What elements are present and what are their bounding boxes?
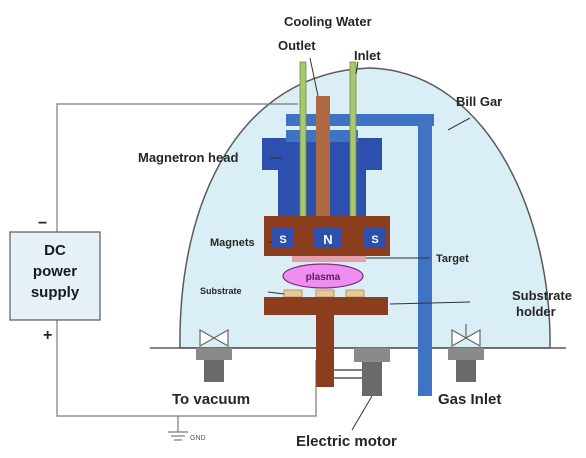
cooling-water-label: Cooling Water [284,14,372,29]
target-label: Target [436,253,469,265]
magnet-n-label: N [323,232,332,247]
ground-icon [168,431,188,441]
vacuum-valve-icon [196,328,232,382]
plus-sign: + [43,327,52,344]
minus-sign: − [38,215,47,232]
electric-motor-label: Electric motor [296,433,397,450]
magnetron-head-label: Magnetron head [138,150,238,165]
circuit-wires [56,103,317,432]
leader-lines [267,57,471,431]
magnets-label: Magnets [210,237,255,249]
central-rod [316,96,330,216]
psu-label-2: power [33,263,77,280]
magnet-n [314,228,342,248]
gas-inlet-label: Gas Inlet [438,391,501,408]
magnet-s-left-label: S [279,234,286,246]
inlet-label: Inlet [354,48,381,63]
holder-shaft [316,315,334,387]
gnd-label: GND [190,435,206,442]
plasma [282,263,364,289]
electric-motor [354,348,390,396]
magnet-s-right [364,228,386,248]
motor-belt [334,369,362,379]
magnet-s-right-label: S [371,234,378,246]
substrates [283,289,365,298]
substrate-holder-label-2: holder [516,304,556,319]
dc-power-supply [9,231,101,321]
substrate-holder-label-1: Substrate [512,288,572,303]
psu-label-1: DC [44,242,66,259]
bell-jar-label: Bill Gar [456,94,502,109]
substrate-label: Substrate [200,286,242,296]
substrate-holder [264,297,388,315]
target [292,256,366,262]
to-vacuum-label: To vacuum [172,391,250,408]
psu-label-3: supply [31,284,80,301]
magnet-assembly [264,216,390,256]
magnet-s-left [272,228,294,248]
outlet-label: Outlet [278,38,316,53]
gas-valve-icon [448,324,484,382]
plasma-label: plasma [306,272,341,283]
